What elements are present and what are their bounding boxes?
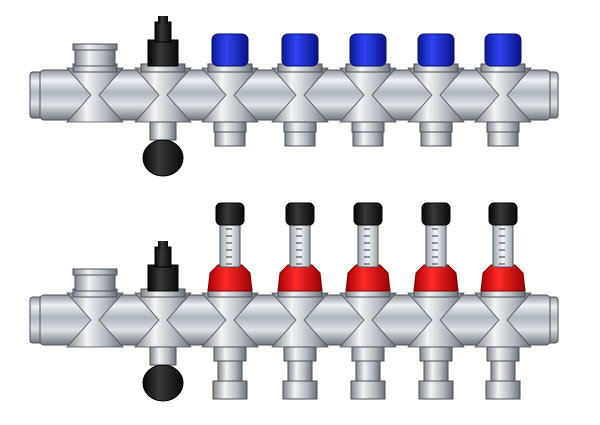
outlet-thread xyxy=(214,131,246,147)
valve-body xyxy=(201,67,259,123)
valve-body xyxy=(407,67,465,123)
outlet-nut xyxy=(419,121,453,133)
top-manifold xyxy=(29,16,559,177)
valve-body xyxy=(134,292,192,348)
flowmeter-black-cap xyxy=(488,202,518,226)
flowmeter-red-nut xyxy=(277,264,323,292)
outlet-thread xyxy=(420,131,452,147)
blue-valve-cap xyxy=(417,33,455,67)
flowmeter-red-nut xyxy=(413,264,459,292)
flowmeter-black-cap xyxy=(353,202,383,226)
outlet-connector xyxy=(418,380,454,400)
flowmeter-glass xyxy=(492,222,514,268)
fitting-rim xyxy=(72,268,118,276)
drain-fitting xyxy=(149,121,177,141)
air-vent-body xyxy=(147,264,179,292)
valve-body xyxy=(66,67,124,123)
outlet-connector xyxy=(350,380,386,400)
fitting-rim xyxy=(72,43,118,51)
blue-valve-cap xyxy=(281,33,319,67)
flowmeter-glass xyxy=(357,222,379,268)
outlet-nut xyxy=(351,121,385,133)
outlet-nut xyxy=(283,346,317,362)
flowmeter-glass xyxy=(425,222,447,268)
valve-body xyxy=(339,67,397,123)
outlet-nut xyxy=(351,346,385,362)
valve-body xyxy=(407,292,465,348)
outlet-connector xyxy=(485,380,521,400)
air-vent-cap xyxy=(158,241,168,249)
valve-body xyxy=(474,292,532,348)
outlet-connector xyxy=(282,380,318,400)
bottom-manifold xyxy=(29,202,559,402)
valve-body xyxy=(271,292,329,348)
outlet-thread xyxy=(284,131,316,147)
flowmeter-black-cap xyxy=(421,202,451,226)
outlet-nut xyxy=(419,346,453,362)
flowmeter-red-nut xyxy=(345,264,391,292)
blue-valve-cap xyxy=(211,33,249,67)
flowmeter-red-nut xyxy=(207,264,253,292)
valve-body xyxy=(474,67,532,123)
outlet-nut xyxy=(213,346,247,362)
outlet-thread xyxy=(487,131,519,147)
air-vent-top xyxy=(154,246,172,268)
drain-fitting xyxy=(149,346,177,366)
drain-cap-icon xyxy=(142,364,184,402)
blue-valve-cap xyxy=(349,33,387,67)
valve-body xyxy=(201,292,259,348)
air-vent-cap xyxy=(158,16,168,24)
flowmeter-red-nut xyxy=(480,264,526,292)
valve-body xyxy=(339,292,397,348)
valve-body xyxy=(66,292,124,348)
outlet-thread xyxy=(352,131,384,147)
outlet-stem xyxy=(423,360,449,384)
valve-body xyxy=(134,67,192,123)
outlet-connector xyxy=(212,380,248,400)
drain-cap-icon xyxy=(142,139,184,177)
air-vent-top xyxy=(154,21,172,43)
outlet-stem xyxy=(355,360,381,384)
threaded-fitting xyxy=(74,272,116,292)
threaded-fitting xyxy=(74,47,116,67)
blue-valve-cap xyxy=(484,33,522,67)
outlet-nut xyxy=(486,346,520,362)
air-vent-body xyxy=(147,39,179,67)
outlet-nut xyxy=(283,121,317,133)
outlet-stem xyxy=(217,360,243,384)
flowmeter-glass xyxy=(289,222,311,268)
flowmeter-black-cap xyxy=(285,202,315,226)
flowmeter-black-cap xyxy=(215,202,245,226)
outlet-nut xyxy=(213,121,247,133)
outlet-nut xyxy=(486,121,520,133)
outlet-stem xyxy=(490,360,516,384)
valve-body xyxy=(271,67,329,123)
flowmeter-glass xyxy=(219,222,241,268)
outlet-stem xyxy=(287,360,313,384)
